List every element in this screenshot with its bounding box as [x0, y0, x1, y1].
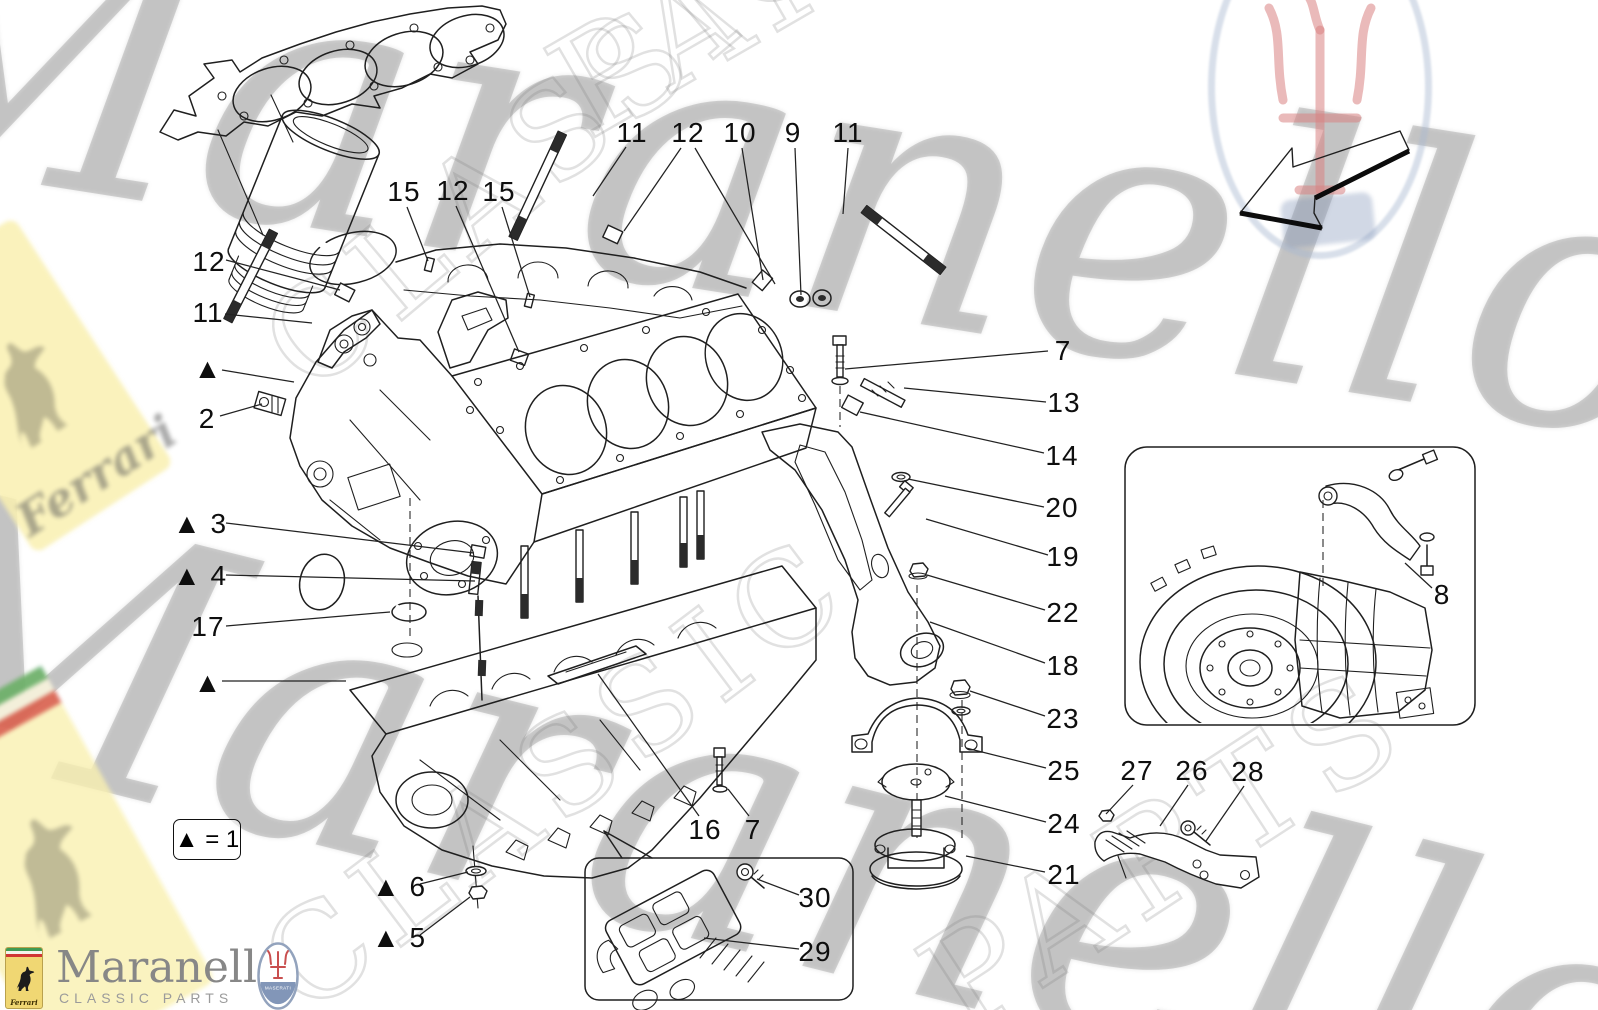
- callout-label-7-18: 7: [1054, 335, 1072, 366]
- leader-line-25: [965, 747, 1047, 769]
- leader-line-11: [224, 313, 313, 324]
- callout-label-13-19: 13: [1047, 387, 1081, 418]
- leader-line-19: [925, 518, 1049, 556]
- leader-line-16: [597, 673, 700, 817]
- leader-line-27: [1105, 784, 1134, 815]
- leader-line-18: [929, 621, 1046, 664]
- callout-label-1-15: ▲: [193, 667, 223, 698]
- callout-label-28-35: 28: [1231, 756, 1265, 787]
- callout-label-14-20: 14: [1045, 440, 1079, 471]
- callout-label-3-12: ▲ 3: [172, 508, 228, 539]
- callout-label-26-34: 26: [1175, 755, 1209, 786]
- legend-text: ▲ = 1: [174, 825, 240, 853]
- callout-label-10-2: 10: [723, 117, 757, 148]
- callout-label-16-29: 16: [688, 814, 722, 845]
- leader-line-12: [455, 205, 520, 353]
- plate-inset-box: [584, 830, 854, 1010]
- callout-label-1-10: ▲: [193, 353, 223, 384]
- leader-line-13: [903, 387, 1047, 403]
- callout-label-18-24: 18: [1046, 650, 1080, 681]
- callout-label-11-9: 11: [192, 297, 224, 328]
- brand-tagline: CLASSIC PARTS: [59, 990, 234, 1006]
- leader-line-6: [419, 871, 469, 885]
- callout-label-8-36: 8: [1433, 579, 1451, 610]
- leader-line-7: [727, 788, 750, 817]
- callout-label-29-32: 29: [798, 936, 832, 967]
- gearbox-bracket-drawing: [1094, 809, 1260, 889]
- callout-label-12-6: 12: [436, 175, 470, 206]
- leader-line-9: [794, 147, 802, 296]
- callout-label-20-21: 20: [1045, 492, 1079, 523]
- leader-line-7: [844, 350, 1049, 370]
- leader-line-15: [406, 206, 429, 262]
- lower-crankcase-drawing: [349, 565, 817, 879]
- leader-lines: [219, 146, 1433, 950]
- callout-label-6-16: ▲ 6: [371, 871, 427, 902]
- ferrari-shield-icon: Ferrari: [5, 947, 43, 1009]
- leader-line-2: [219, 403, 263, 417]
- leader-line-12: [623, 147, 682, 232]
- leader-line-21: [965, 855, 1046, 873]
- maserati-badge-text: MASERATI: [265, 986, 291, 991]
- leader-line-29: [703, 937, 800, 950]
- leader-line-17: [225, 611, 391, 627]
- callout-label-11-4: 11: [832, 117, 864, 148]
- stud-and-hardware-drawings: [223, 130, 971, 909]
- leader-line-8: [1404, 562, 1433, 589]
- cylinder-liner-drawing: [227, 109, 381, 314]
- leader-line-20: [907, 478, 1045, 508]
- leader-line-28: [1205, 785, 1245, 842]
- gearbox-inset-box: [1124, 446, 1476, 726]
- callout-label-27-33: 27: [1120, 755, 1154, 786]
- callout-label-17-14: 17: [191, 611, 225, 642]
- callout-label-9-3: 9: [784, 117, 802, 148]
- callout-label-24-27: 24: [1047, 808, 1081, 839]
- leader-line-4: [225, 574, 476, 582]
- footer-logo: Ferrari Maranello CLASSIC PARTS MASERATI: [0, 936, 340, 1010]
- callout-label-25-26: 25: [1047, 755, 1081, 786]
- maserati-trident-icon: MASERATI: [257, 942, 299, 1010]
- leader-line-24: [944, 795, 1047, 823]
- callout-label-19-22: 19: [1046, 541, 1080, 572]
- piston-ring-drawing: [309, 230, 397, 286]
- leader-line-15: [501, 206, 531, 298]
- ferrari-badge-text: Ferrari: [10, 998, 38, 1007]
- leader-line-23: [969, 690, 1046, 717]
- callout-label-2-11: 2: [198, 403, 216, 434]
- callout-label-15-7: 15: [482, 176, 516, 207]
- upper-crankcase-drawing: [289, 243, 817, 611]
- leader-line-26: [1159, 784, 1189, 827]
- leader-line-3: [225, 522, 475, 554]
- engine-mount-stack-drawing: [851, 697, 983, 890]
- leader-line-1: [221, 369, 295, 383]
- callout-label-15-5: 15: [387, 176, 421, 207]
- brand-name: Maranello: [56, 942, 284, 993]
- callout-label-23-25: 23: [1046, 703, 1080, 734]
- left-direction-arrow-icon: [1239, 130, 1411, 231]
- leader-line-14: [859, 411, 1045, 454]
- callout-label-5-17: ▲ 5: [371, 922, 427, 953]
- leader-line-12: [694, 147, 776, 285]
- leader-line-22: [926, 574, 1046, 611]
- callout-label-30-31: 30: [798, 882, 832, 913]
- leader-line-5: [419, 896, 471, 936]
- leader-line-12: [225, 259, 341, 291]
- leader-line-30: [756, 878, 800, 896]
- callout-label-21-28: 21: [1047, 859, 1081, 890]
- callout-label-7-30: 7: [744, 814, 762, 845]
- legend-box: ▲ = 1: [173, 819, 241, 860]
- callout-label-11-0: 11: [616, 117, 648, 148]
- leader-line-11: [842, 147, 849, 215]
- engine-mount-bracket-drawing: [761, 423, 945, 838]
- callout-label-4-13: ▲ 4: [172, 560, 228, 591]
- callout-label-22-23: 22: [1046, 597, 1080, 628]
- callout-label-12-1: 12: [671, 117, 705, 148]
- leader-line-11: [592, 146, 627, 197]
- leader-line-10: [741, 147, 764, 281]
- callout-label-12-8: 12: [192, 246, 226, 277]
